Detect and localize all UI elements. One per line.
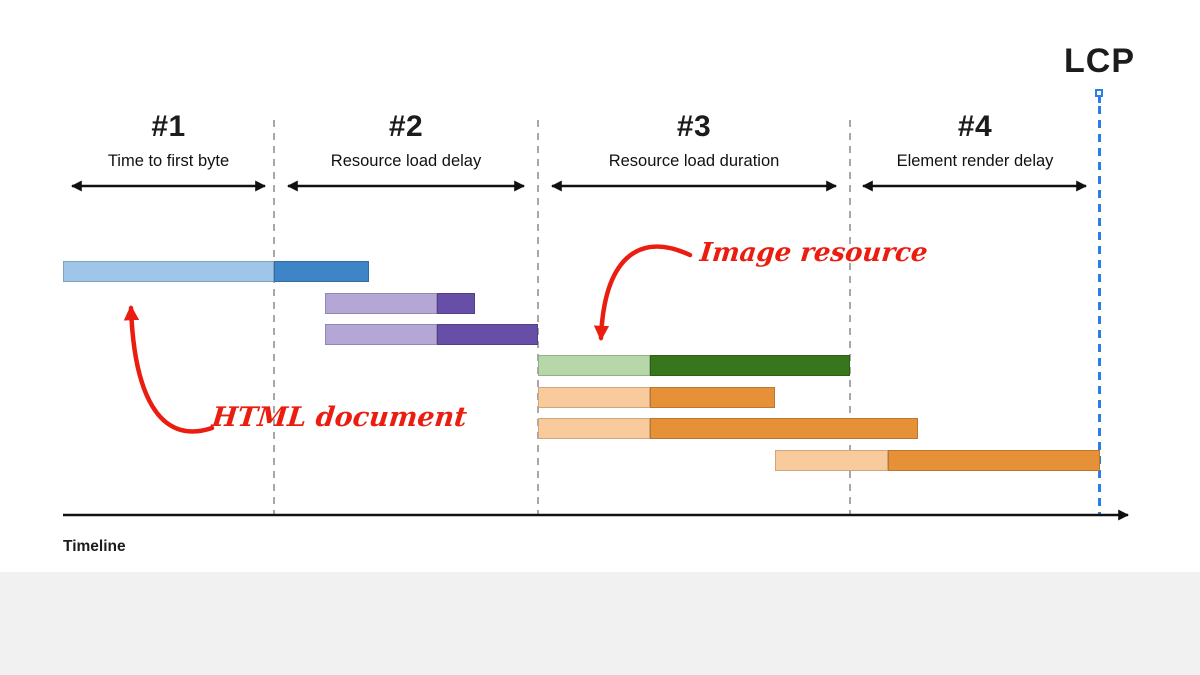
lcp-dashed-line xyxy=(1098,106,1101,515)
phase-label: Time to first byte xyxy=(107,152,230,170)
script-bar-dark-segment xyxy=(888,450,1100,471)
script-bar-dark-segment xyxy=(650,418,918,439)
phase-divider-2 xyxy=(537,120,539,515)
phase-header-4: #4 Element render delay xyxy=(850,110,1100,172)
image-resource-annotation: Image resource xyxy=(698,238,930,268)
phase-divider-1 xyxy=(273,120,275,515)
lcp-title: LCP xyxy=(1064,42,1135,80)
lcp-marker-icon xyxy=(1095,89,1103,97)
image-bar-dark-segment xyxy=(650,355,850,376)
stylesheet-bar-light-segment xyxy=(325,293,437,314)
phase-label: Element render delay xyxy=(896,152,1054,170)
document-bar-dark-segment xyxy=(274,261,369,282)
html-document-annotation: HTML document xyxy=(210,402,469,433)
stylesheet-bar-light-segment xyxy=(325,324,437,345)
phase-header-1: #1 Time to first byte xyxy=(63,110,274,172)
phase-divider-3 xyxy=(849,120,851,515)
script-bar-light-segment xyxy=(538,387,650,408)
phase-number: #2 xyxy=(388,110,424,143)
script-bar-dark-segment xyxy=(650,387,775,408)
phase-label: Resource load delay xyxy=(330,152,482,170)
timeline-label: Timeline xyxy=(63,538,126,555)
phase-number: #3 xyxy=(676,110,712,143)
document-bar-light-segment xyxy=(63,261,274,282)
phase-number: #4 xyxy=(957,110,993,143)
image-bar-light-segment xyxy=(538,355,650,376)
phase-label: Resource load duration xyxy=(608,152,780,170)
stylesheet-bar-dark-segment xyxy=(437,324,538,345)
phase-number: #1 xyxy=(151,110,186,143)
legend-strip: DocumentStylesheetScriptImage xyxy=(0,572,1200,675)
phase-header-3: #3 Resource load duration xyxy=(538,110,850,172)
script-bar-light-segment xyxy=(775,450,888,471)
html-document-arrow xyxy=(123,304,215,434)
phase-header-2: #2 Resource load delay xyxy=(274,110,538,172)
stylesheet-bar-dark-segment xyxy=(437,293,475,314)
image-resource-arrow xyxy=(593,244,693,342)
lcp-marker-stem xyxy=(1098,97,1101,103)
script-bar-light-segment xyxy=(538,418,650,439)
